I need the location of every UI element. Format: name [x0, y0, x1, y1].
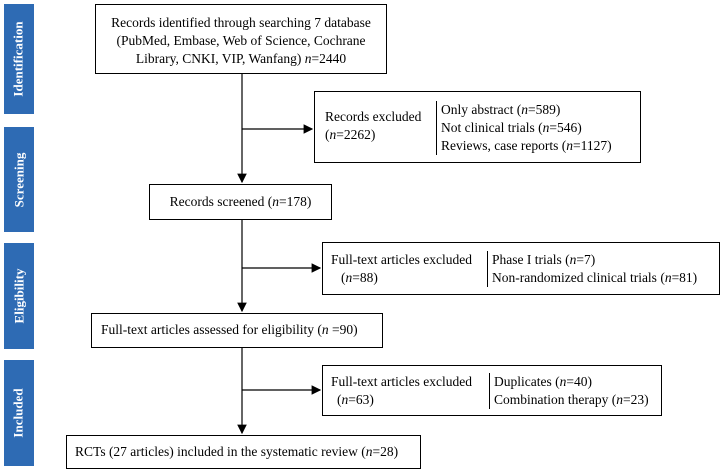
- stage-identification: Identification: [4, 4, 34, 114]
- stage-included: Included: [4, 360, 34, 466]
- reason-phase-1-trials: Phase I trials (n=7): [492, 252, 596, 267]
- identification-line-1: Records identified through searching 7 d…: [111, 15, 371, 30]
- identification-line-2: (PubMed, Embase, Web of Science, Cochran…: [116, 33, 366, 48]
- records-excluded-box: Records excluded (n=2262) Only abstract …: [314, 91, 641, 163]
- fulltext-excluded-box-eligibility: Full-text articles excluded (n=88) Phase…: [322, 242, 720, 295]
- reason-combination-therapy: Combination therapy (n=23): [494, 392, 649, 407]
- stage-screening: Screening: [4, 127, 34, 232]
- identification-box: Records identified through searching 7 d…: [95, 4, 387, 74]
- fulltext-excluded-reasons-eligibility: Phase I trials (n=7) Non-randomized clin…: [487, 251, 697, 287]
- fulltext-assessed-box: Full-text articles assessed for eligibil…: [91, 313, 383, 348]
- reason-duplicates: Duplicates (n=40): [494, 374, 592, 389]
- fulltext-excluded-count-included: Full-text articles excluded (n=63): [331, 374, 472, 407]
- included-rcts-box: RCTs (27 articles) included in the syste…: [66, 435, 421, 469]
- reason-not-clinical-trials: Not clinical trials (n=546): [441, 120, 582, 135]
- fulltext-excluded-reasons-included: Duplicates (n=40) Combination therapy (n…: [489, 373, 649, 409]
- reason-non-randomized: Non-randomized clinical trials (n=81): [492, 270, 698, 285]
- records-screened-box: Records screened (n=178): [149, 184, 332, 220]
- reason-only-abstract: Only abstract (n=589): [441, 102, 561, 117]
- stage-eligibility: Eligibility: [4, 243, 34, 349]
- records-excluded-reasons: Only abstract (n=589) Not clinical trial…: [436, 101, 612, 155]
- fulltext-excluded-box-included: Full-text articles excluded (n=63) Dupli…: [322, 365, 662, 416]
- records-excluded-count: Records excluded (n=2262): [325, 109, 422, 142]
- reason-reviews-case-reports: Reviews, case reports (n=1127): [441, 138, 612, 153]
- fulltext-excluded-count-eligibility: Full-text articles excluded (n=88): [331, 252, 472, 285]
- identification-line-3: Library, CNKI, VIP, Wanfang) n=2440: [135, 51, 347, 66]
